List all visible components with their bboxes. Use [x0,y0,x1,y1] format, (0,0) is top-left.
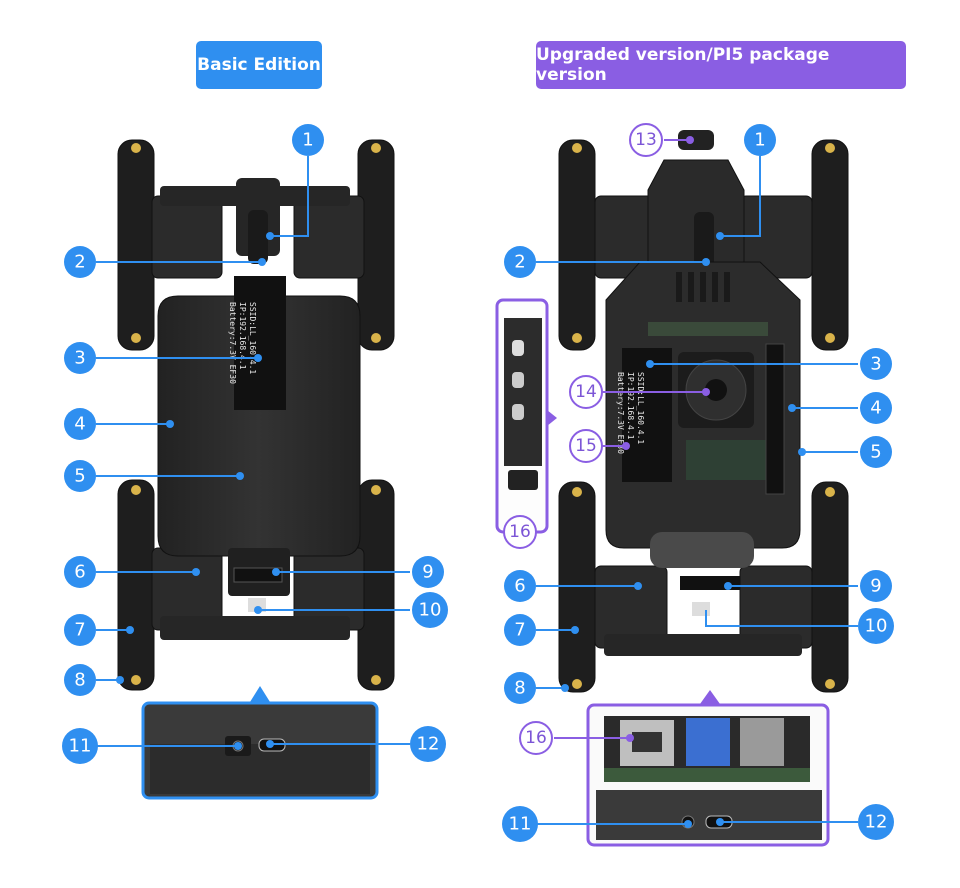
svg-text:Battery:7.3V EF30: Battery:7.3V EF30 [616,372,625,454]
callouts-upgraded: 1 2 3 4 5 6 7 8 9 10 11 12 13 14 15 16 1… [502,123,894,842]
svg-text:SSID:LL_160.4.1: SSID:LL_160.4.1 [636,372,645,444]
callout-15: 15 [569,429,603,463]
callout-9: 9 [412,556,444,588]
oled-screen [234,276,286,410]
callout-12: 12 [410,726,446,762]
svg-text:1: 1 [302,130,313,151]
svg-text:6: 6 [74,562,85,583]
svg-text:6: 6 [514,576,525,597]
svg-text:12: 12 [865,812,888,833]
svg-text:9: 9 [422,562,433,583]
svg-text:3: 3 [74,348,85,369]
oled-line-3: Battery:7.3V EF30 [228,302,237,384]
callout-16-side: 16 [503,515,537,549]
svg-text:2: 2 [514,252,525,273]
foot [371,675,381,685]
usb-c-port-icon [512,340,524,356]
svg-text:4: 4 [870,398,881,419]
svg-text:8: 8 [74,670,85,691]
callout-3: 3 [64,342,96,374]
usb-a-port-icon [686,718,730,766]
callout-14: 14 [569,375,603,409]
svg-text:IP:192.168.4.1: IP:192.168.4.1 [626,372,635,440]
svg-text:14: 14 [575,382,597,402]
leg-rear-left [117,479,155,691]
foot [371,485,381,495]
callout-10: 10 [412,592,448,628]
callout-13: 13 [629,123,663,157]
head-servo [248,210,268,264]
upgraded-robot: SSID:LL_160.4.1 IP:192.168.4.1 Battery:7… [558,130,849,693]
svg-text:5: 5 [74,466,85,487]
svg-text:16: 16 [525,728,547,748]
oled-line-2: IP:192.168.4.1 [238,302,247,370]
svg-text:3: 3 [870,354,881,375]
svg-text:9: 9 [870,576,881,597]
callout-5: 5 [64,460,96,492]
svg-text:5: 5 [870,442,881,463]
svg-text:13: 13 [635,130,657,150]
svg-text:11: 11 [509,814,532,835]
foot [131,333,141,343]
svg-text:15: 15 [575,436,597,456]
camera-icon [678,130,714,150]
usb-a-port-icon [740,718,784,766]
body-shell [157,295,361,557]
svg-text:8: 8 [514,678,525,699]
side-port-inset [495,298,557,534]
callout-2: 2 [64,246,96,278]
callout-7: 7 [64,614,96,646]
svg-text:4: 4 [74,414,85,435]
svg-text:2: 2 [74,252,85,273]
callout-1: 1 [292,124,324,156]
upgraded-edition-badge: Upgraded version/PI5 package version [536,41,906,89]
oled-line-1: SSID:LL_160.4.1 [248,302,257,374]
foot [131,485,141,495]
foot [131,143,141,153]
callout-8: 8 [64,664,96,696]
callouts-basic: 1 2 3 4 5 6 7 8 9 10 11 12 [62,124,448,764]
svg-text:7: 7 [74,620,85,641]
callout-16-bottom: 16 [519,721,553,755]
gpio-header [765,343,785,495]
svg-text:10: 10 [419,600,442,621]
callout-11: 11 [62,728,98,764]
svg-text:11: 11 [69,736,92,757]
callout-4: 4 [64,408,96,440]
servo-front-left [151,195,223,279]
svg-text:10: 10 [865,616,888,637]
basic-inset [141,686,379,800]
foot [371,143,381,153]
oled-screen-upgraded [622,348,672,482]
svg-text:16: 16 [509,522,531,542]
pin-header [233,567,283,583]
basic-edition-badge: Basic Edition [196,41,322,89]
foot [371,333,381,343]
svg-text:1: 1 [754,130,765,151]
callout-6: 6 [64,556,96,588]
leg-front-left [117,139,155,351]
svg-text:7: 7 [514,620,525,641]
rear-bar [160,616,350,640]
svg-text:12: 12 [417,734,440,755]
foot [131,675,141,685]
